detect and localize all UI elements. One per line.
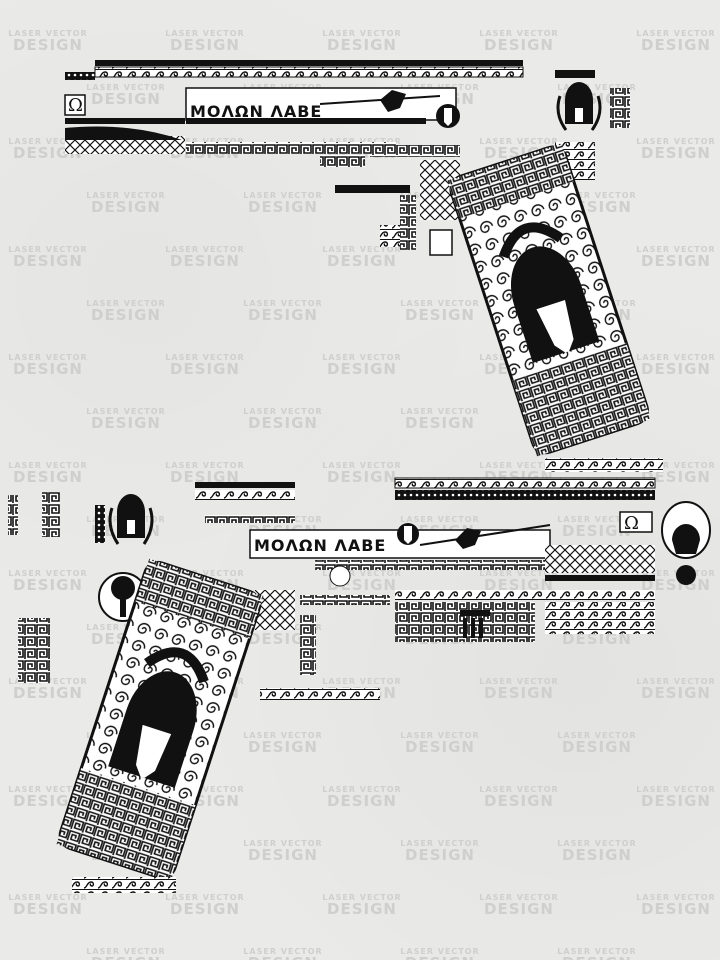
bottom-frame-engraving [18,565,655,700]
top-grip-panel [447,143,652,457]
bottom-slide-engraving [8,477,711,622]
top-grip-spartan-helmet-icon [498,222,600,364]
skull-emblem-icon [661,501,711,585]
bottom-motto-text: ΜΟΛΩΝ ΛΑΒΕ [254,536,386,555]
bottom-helmet-wreath-icon [108,494,154,545]
top-grip-bottom-strip [545,458,663,472]
bottom-omega-symbol: Ω [624,513,639,534]
top-helmet-wreath-icon [556,82,602,131]
bottom-grip-bottom-strip [72,877,176,893]
top-omega-symbol: Ω [68,95,83,116]
top-motto-text: ΜΟΛΩΝ ΛΑΒΕ [190,102,322,121]
bottom-grip-panel [56,558,264,882]
bottom-spartan-warrior-icon [397,523,551,549]
top-spartan-warrior-icon [319,90,460,128]
top-slide-engraving [64,60,630,180]
top-frame-engraving [335,160,460,256]
bottom-grip-spartan-helmet-icon [108,647,209,788]
greek-column-icon [460,610,490,638]
